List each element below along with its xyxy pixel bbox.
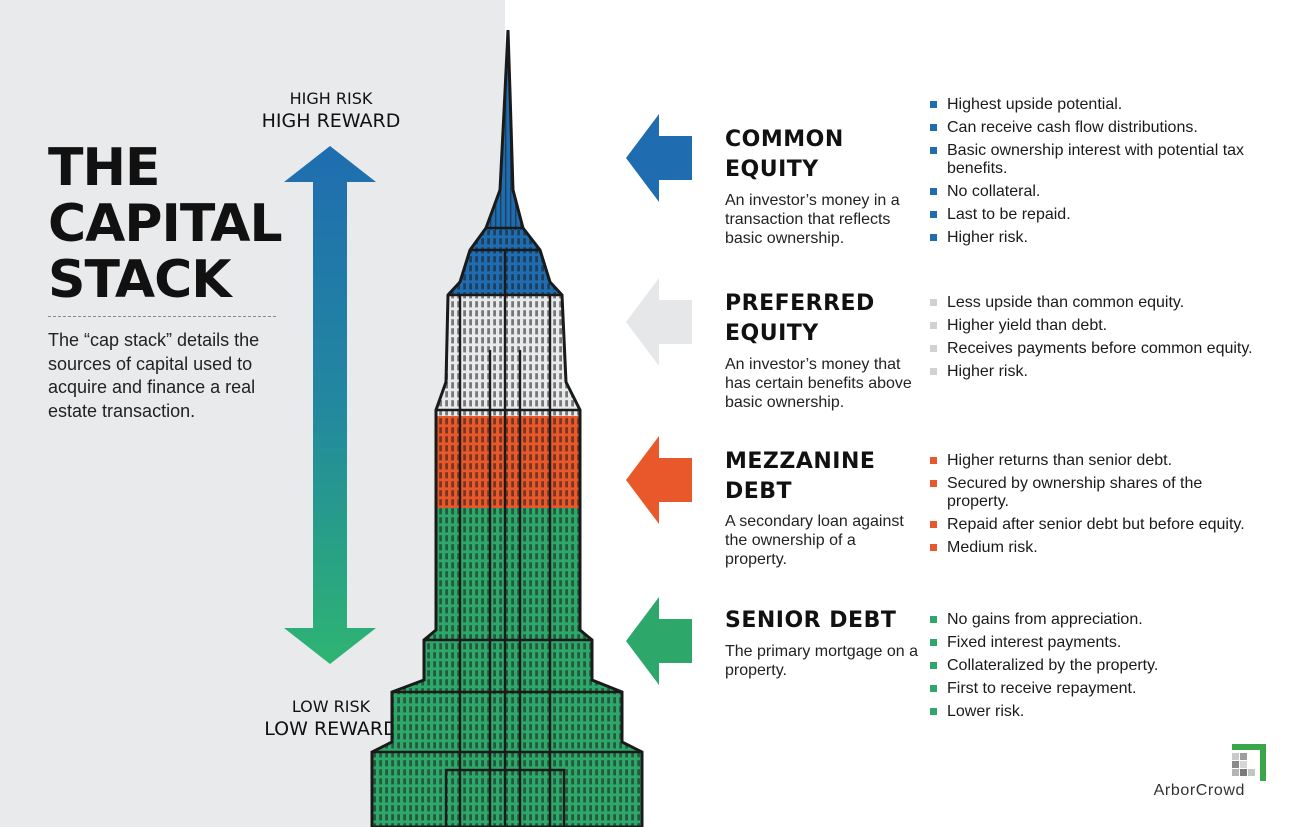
bullets-mezzanine: Higher returns than senior debt. Secured… xyxy=(930,452,1260,562)
building-illustration xyxy=(370,30,644,827)
page-title: THE CAPITAL STACK xyxy=(48,138,283,310)
tier-desc-common: An investor’s money in a transaction tha… xyxy=(725,192,900,247)
bullets-common: Highest upside potential. Can receive ca… xyxy=(930,96,1260,252)
arrow-left-icon-common xyxy=(626,114,692,202)
arrow-left-icon-mezzanine xyxy=(626,436,692,524)
list-item: Basic ownership interest with potential … xyxy=(930,142,1260,177)
bullets-preferred: Less upside than common equity. Higher y… xyxy=(930,294,1260,386)
title-line-1: THE xyxy=(48,138,161,198)
arrow-left-icon-preferred xyxy=(626,278,692,366)
title-line-2: CAPITAL xyxy=(48,194,283,254)
list-item: Fixed interest payments. xyxy=(930,634,1260,652)
list-item: Secured by ownership shares of the prope… xyxy=(930,475,1260,510)
risk-low-label: LOW RISK LOW REWARD xyxy=(230,697,432,741)
list-item: No gains from appreciation. xyxy=(930,611,1260,629)
risk-high-line-2: HIGH REWARD xyxy=(261,110,401,132)
list-item: Highest upside potential. xyxy=(930,96,1260,114)
list-item: Can receive cash flow distributions. xyxy=(930,119,1260,137)
list-item: Collateralized by the property. xyxy=(930,657,1260,675)
list-item: Lower risk. xyxy=(930,703,1260,721)
tier-desc-senior: The primary mortgage on a property. xyxy=(725,643,918,679)
list-item: Receives payments before common equity. xyxy=(930,340,1260,358)
risk-high-label: HIGH RISK HIGH REWARD xyxy=(230,89,432,133)
intro-text: The “cap stack” details the sources of c… xyxy=(48,330,260,421)
arborcrowd-logo-text: ArborCrowd xyxy=(1153,782,1245,799)
risk-gradient-arrow xyxy=(284,146,376,664)
list-item: Higher yield than debt. xyxy=(930,317,1260,335)
risk-low-line-2: LOW REWARD xyxy=(264,718,398,740)
list-item: Higher risk. xyxy=(930,363,1260,381)
tier-desc-mezzanine: A secondary loan against the ownership o… xyxy=(725,513,904,568)
tier-name-senior: SENIOR DEBT xyxy=(725,608,897,633)
tier-name-preferred: PREFERRED EQUITY xyxy=(725,291,875,346)
list-item: Less upside than common equity. xyxy=(930,294,1260,312)
arrow-left-icon-senior xyxy=(626,597,692,685)
list-item: First to receive repayment. xyxy=(930,680,1260,698)
arborcrowd-logo-icon xyxy=(1232,744,1266,781)
list-item: Higher risk. xyxy=(930,229,1260,247)
title-line-3: STACK xyxy=(48,250,232,310)
list-item: No collateral. xyxy=(930,183,1260,201)
list-item: Medium risk. xyxy=(930,539,1260,557)
tier-name-common: COMMON EQUITY xyxy=(725,127,844,182)
bullets-senior: No gains from appreciation. Fixed intere… xyxy=(930,611,1260,726)
title-divider xyxy=(48,316,276,317)
risk-low-line-1: LOW RISK xyxy=(291,697,371,716)
list-item: Last to be repaid. xyxy=(930,206,1260,224)
list-item: Higher returns than senior debt. xyxy=(930,452,1260,470)
list-item: Repaid after senior debt but before equi… xyxy=(930,516,1260,534)
tier-desc-preferred: An investor’s money that has certain ben… xyxy=(725,356,912,411)
tier-name-mezzanine: MEZZANINE DEBT xyxy=(725,449,876,504)
risk-high-line-1: HIGH RISK xyxy=(289,89,373,108)
